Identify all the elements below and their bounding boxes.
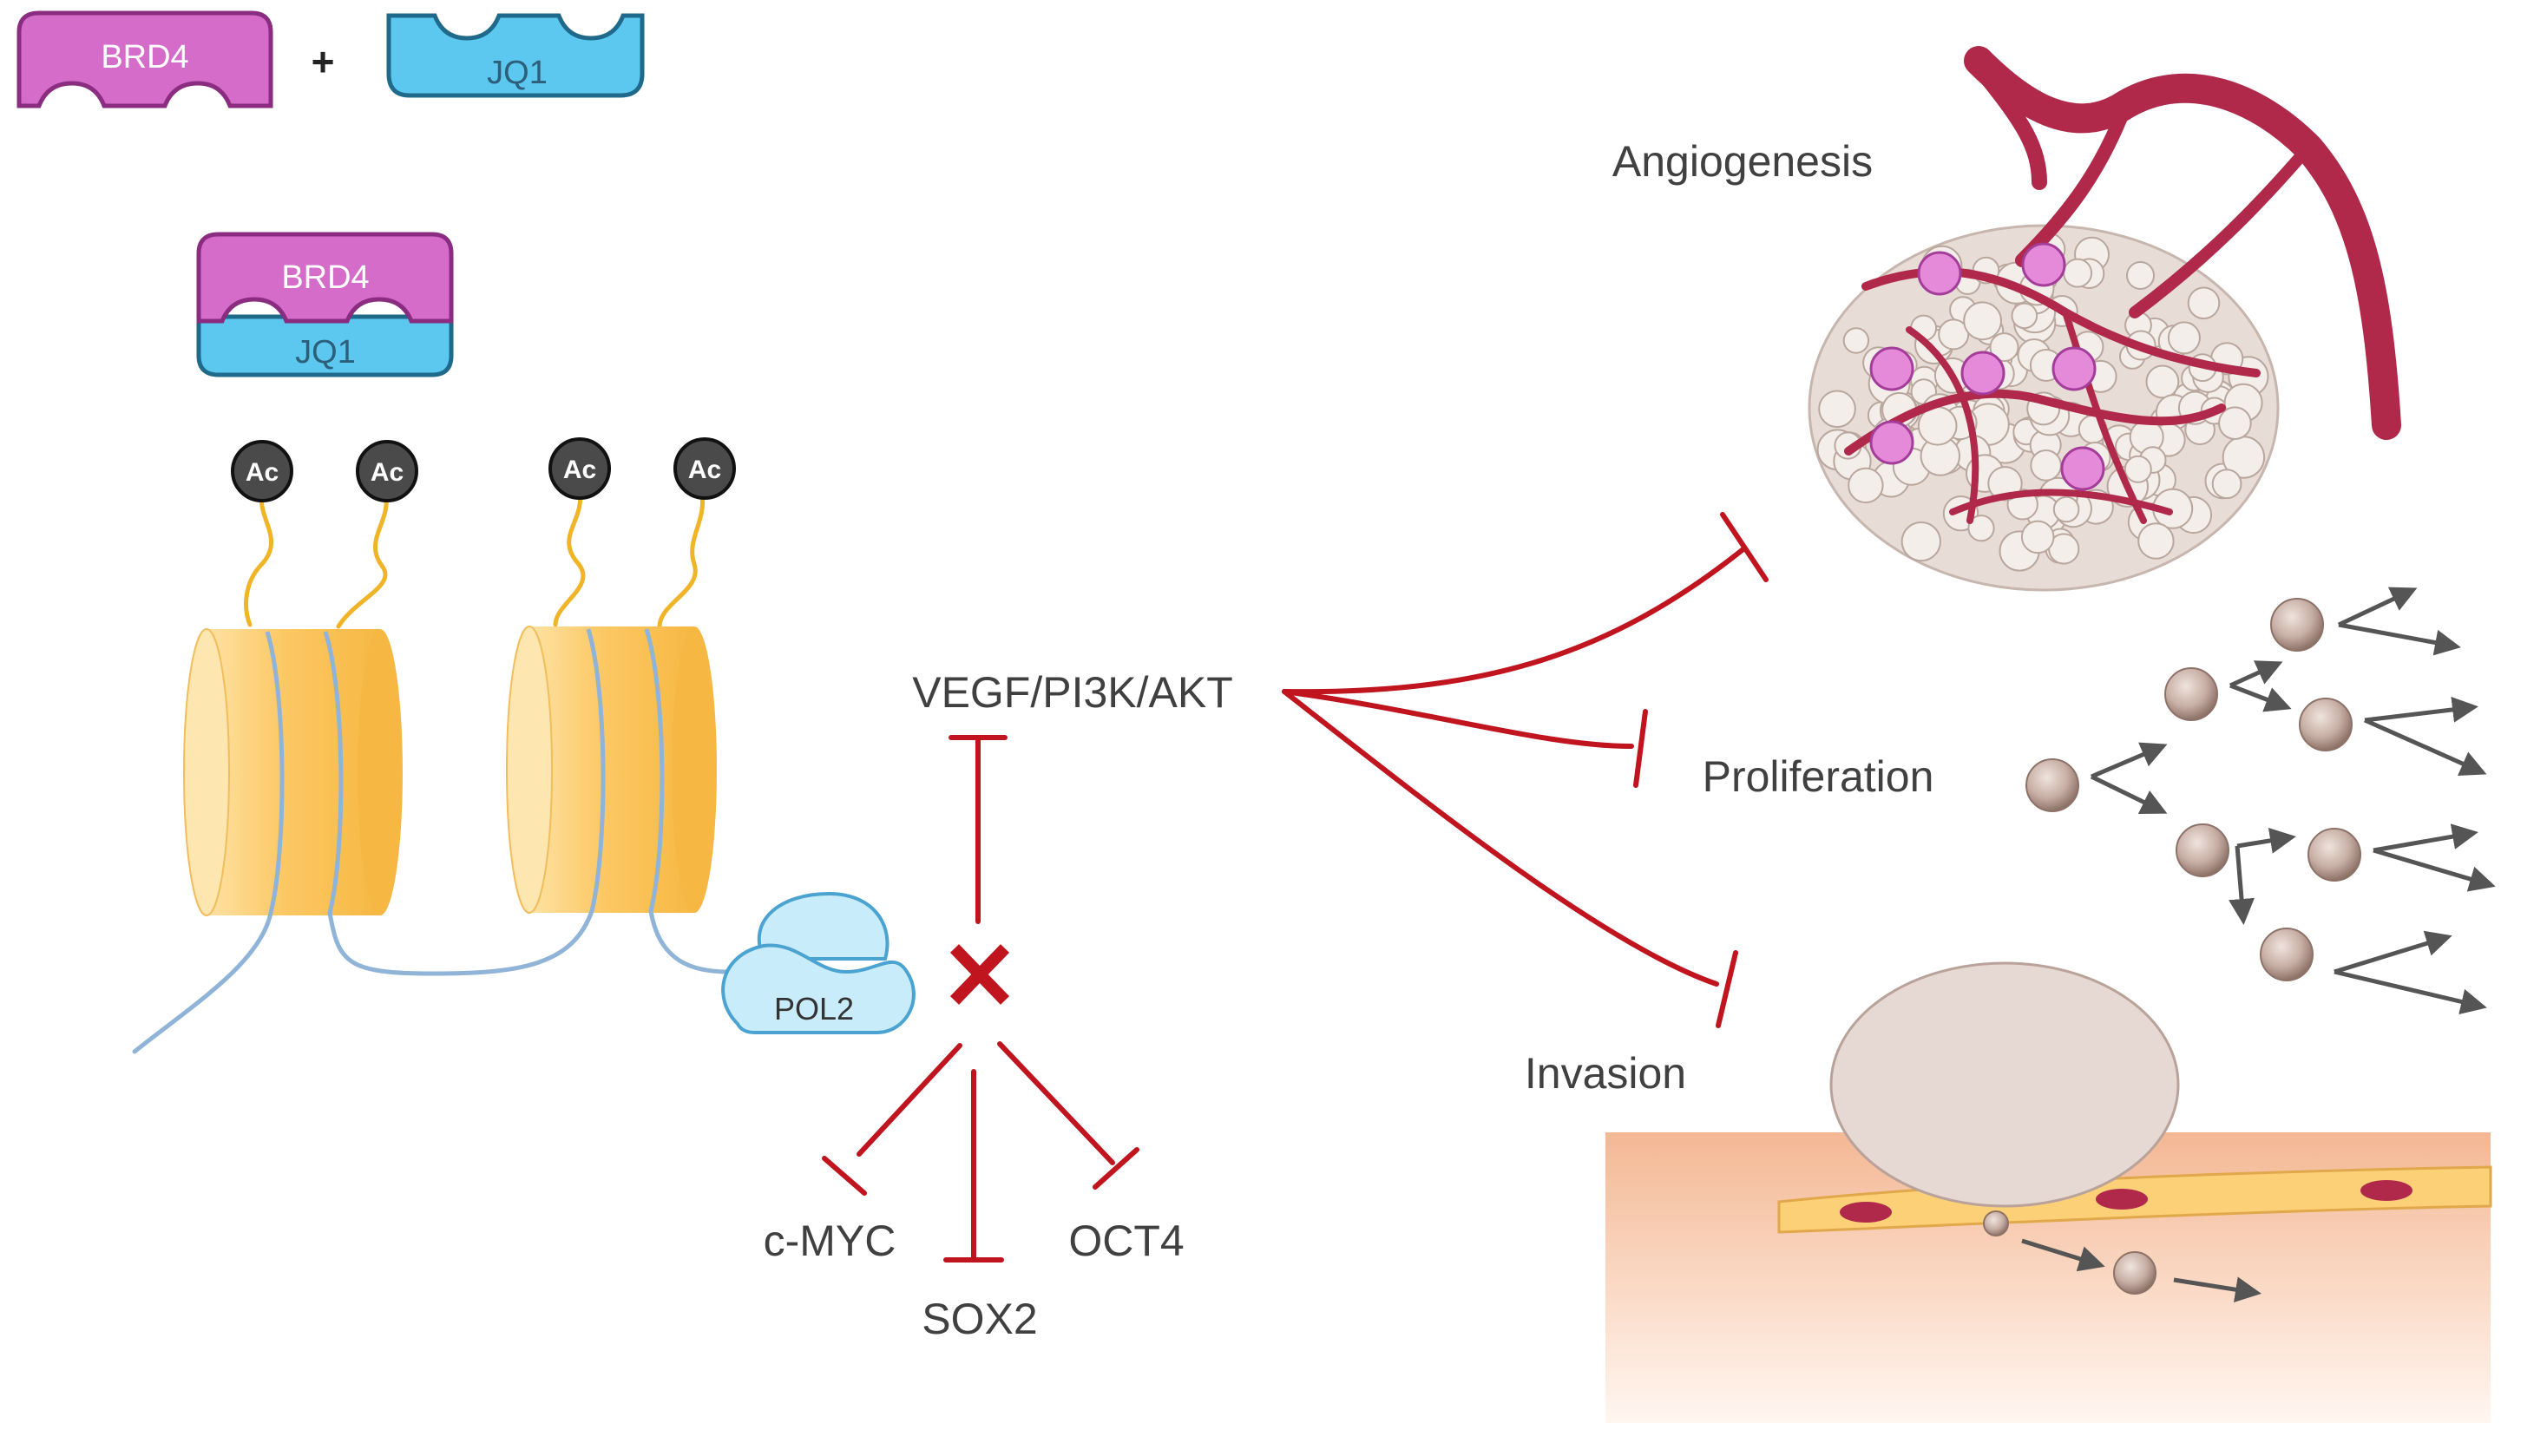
acetyl-mark-3: Ac (548, 437, 611, 500)
outcome-angiogenesis: Angiogenesis (1612, 137, 1873, 186)
svg-text:Ac: Ac (688, 456, 721, 484)
svg-text:Ac: Ac (371, 458, 404, 487)
complex-brd4-label: BRD4 (281, 259, 369, 296)
nucleosome-2 (506, 626, 717, 914)
nucleosome-1 (183, 628, 403, 916)
block-x-icon (949, 944, 1010, 1005)
target-cmyc: c-MYC (764, 1217, 896, 1265)
dna-strand (132, 908, 732, 1054)
acetyl-mark-4: Ac (673, 437, 736, 500)
pathway-label: VEGF/PI3K/AKT (912, 668, 1233, 717)
pathway-branches (1282, 512, 1769, 1028)
outcome-invasion: Invasion (1525, 1049, 1686, 1098)
svg-text:Ac: Ac (563, 456, 596, 484)
target-oct4: OCT4 (1068, 1217, 1184, 1265)
brd4-free-protein: BRD4 (16, 10, 273, 108)
plus-sign: + (312, 39, 335, 84)
invasion-illustration (1605, 961, 2492, 1423)
brd4-label: BRD4 (101, 39, 188, 75)
svg-text:Ac: Ac (246, 458, 279, 487)
complex-jq1-label: JQ1 (295, 334, 356, 371)
outcome-proliferation: Proliferation (1703, 752, 1934, 801)
target-sox2: SOX2 (922, 1295, 1037, 1343)
acetyl-mark-1: Ac (231, 440, 293, 502)
jq1-free-molecule: JQ1 (386, 13, 645, 98)
pol2-label: POL2 (774, 991, 854, 1026)
brd4-jq1-complex: BRD4 JQ1 (196, 232, 454, 377)
inhibition-lines (822, 735, 1139, 1263)
acetyl-mark-2: Ac (356, 440, 418, 502)
jq1-label: JQ1 (487, 55, 548, 91)
pol2-enzyme: POL2 (721, 891, 916, 1034)
histone-tails (244, 488, 705, 629)
angiogenesis-tumor-illustration (1808, 46, 2401, 592)
proliferation-illustration (2025, 587, 2496, 1015)
